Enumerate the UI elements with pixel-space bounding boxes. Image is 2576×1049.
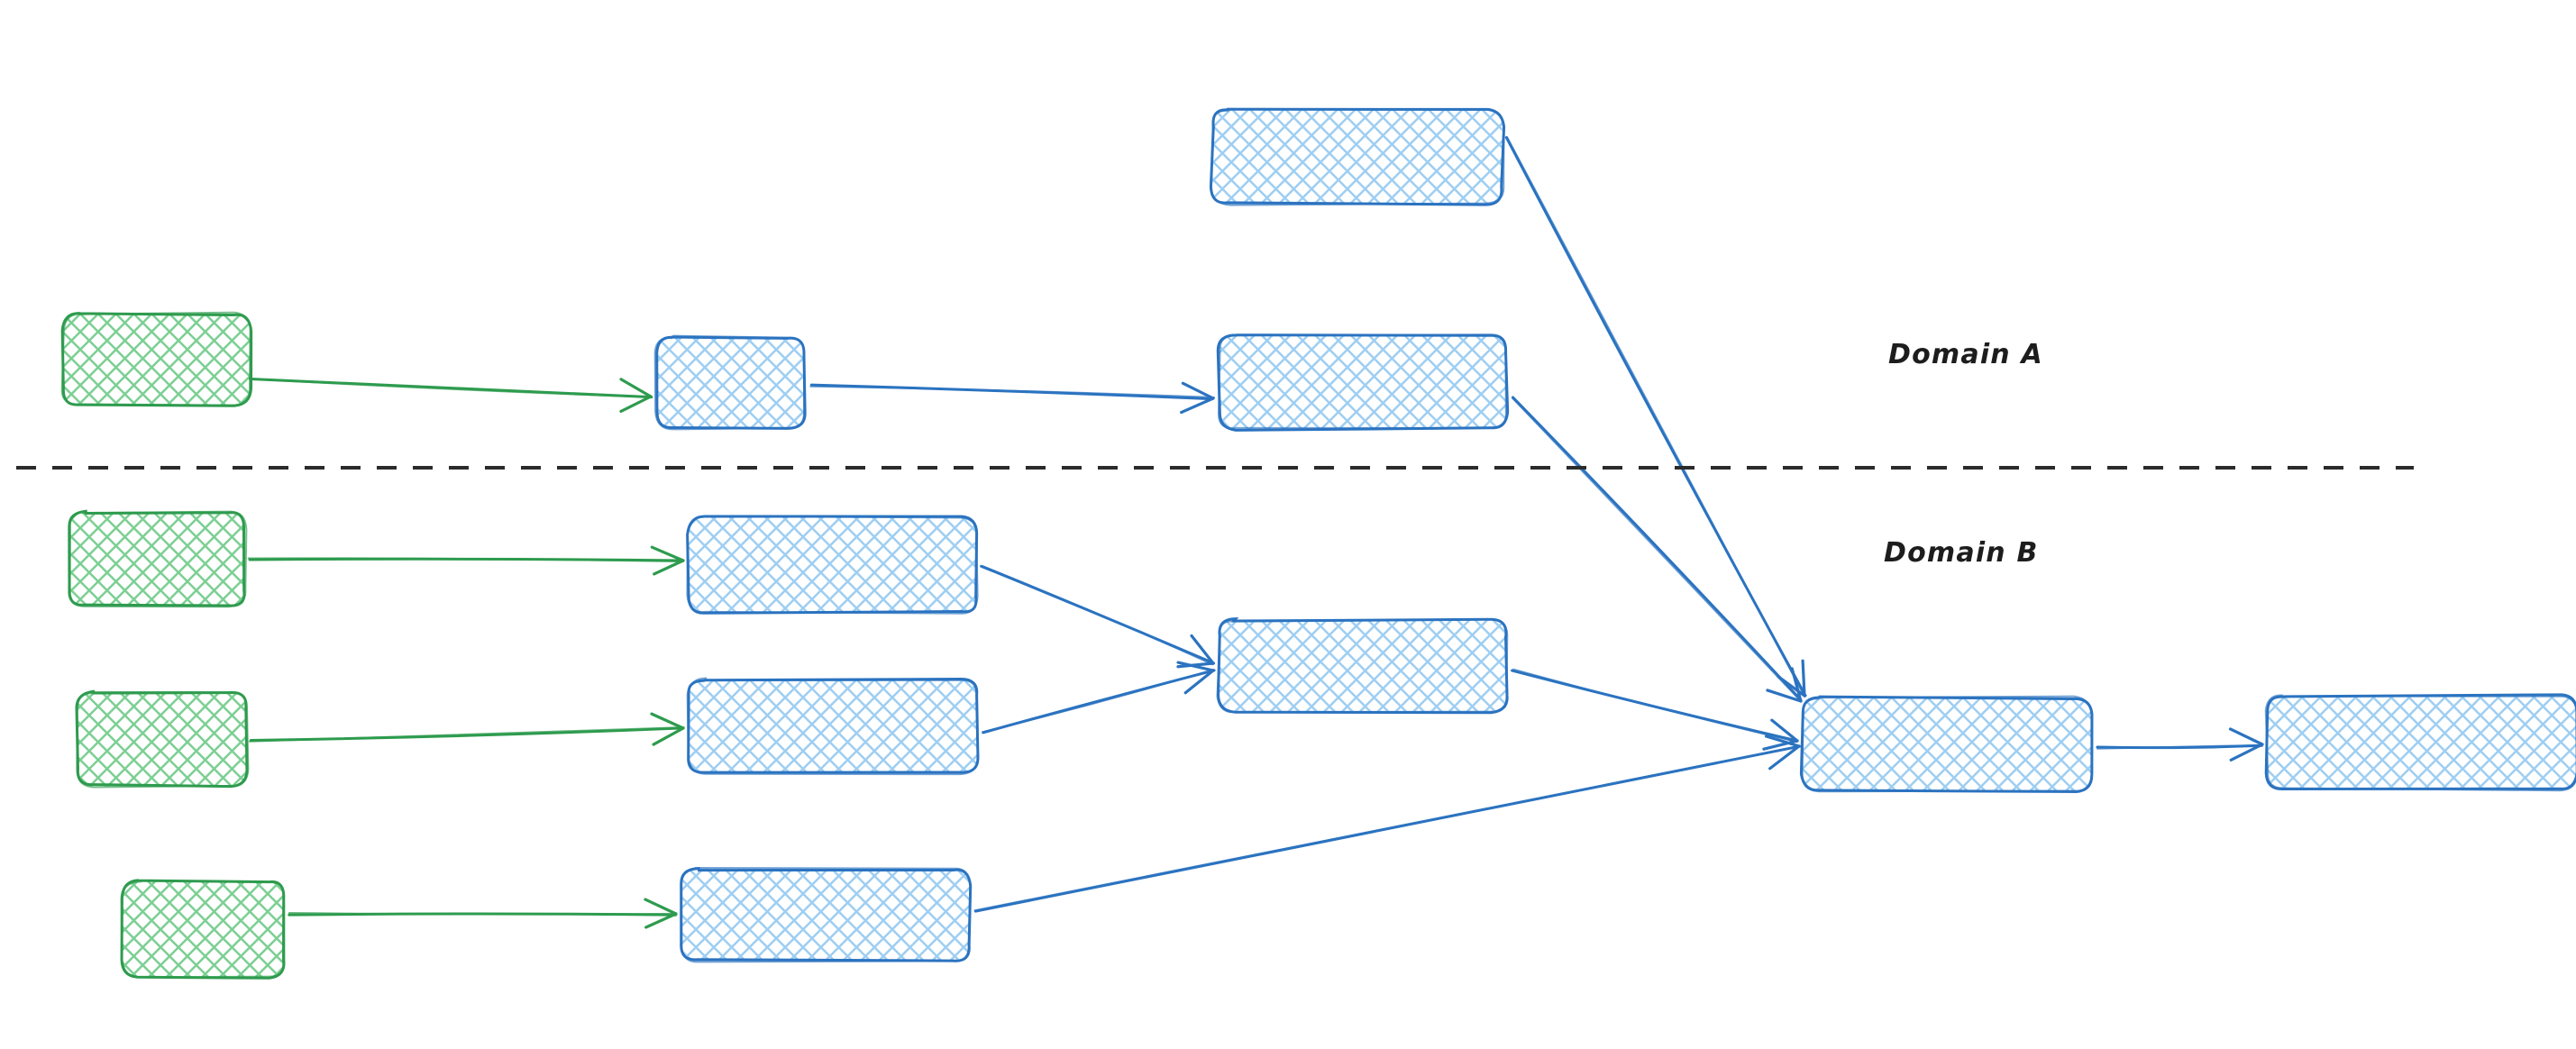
- node-outline: [680, 866, 972, 963]
- edge-line: [2096, 744, 2263, 750]
- edge-line: [288, 912, 678, 916]
- arrowhead: [1801, 659, 1806, 698]
- edge-e3: [1504, 136, 1807, 698]
- node-outline: [653, 334, 806, 431]
- arrowhead: [650, 545, 685, 562]
- node-outline: [1216, 618, 1509, 714]
- edge-line: [982, 669, 1215, 734]
- node-blue-b4[interactable]: [1216, 617, 1509, 715]
- node-outline: [68, 510, 248, 608]
- edge-e1: [248, 377, 653, 414]
- edge-e10: [973, 734, 1802, 913]
- node-outline: [1218, 333, 1507, 430]
- node-fill: [68, 511, 246, 607]
- edge-e11: [1511, 668, 1799, 751]
- node-outline: [1210, 107, 1505, 206]
- node-fill: [688, 679, 978, 773]
- arrowhead: [1180, 397, 1215, 415]
- node-blue-a1[interactable]: [653, 334, 807, 431]
- arrowhead: [1762, 739, 1799, 751]
- edge-e6: [248, 712, 685, 746]
- arrowhead: [650, 712, 685, 730]
- edge-e4: [1511, 396, 1803, 703]
- edge-line: [1511, 396, 1803, 702]
- edge-e5: [247, 545, 685, 576]
- arrowhead: [1764, 734, 1801, 748]
- arrowhead: [1766, 689, 1803, 703]
- node-fill: [655, 337, 805, 429]
- node-fill: [681, 868, 971, 962]
- node-fill: [2266, 695, 2576, 790]
- domain-b-label: Domain B: [1884, 537, 2039, 569]
- edge-line: [973, 745, 1799, 912]
- arrowhead: [644, 898, 678, 916]
- node-fill: [1211, 109, 1503, 204]
- node-fill: [77, 692, 248, 787]
- arrowhead: [1768, 744, 1801, 771]
- edge-e7: [288, 898, 678, 929]
- node-green-a1[interactable]: [60, 311, 253, 407]
- edges-layer: [247, 136, 2264, 929]
- edge-line: [247, 557, 684, 563]
- edge-line: [248, 378, 652, 398]
- node-outline: [1801, 695, 2093, 793]
- node-blue-a2[interactable]: [1216, 333, 1510, 432]
- edge-line: [1506, 136, 1806, 698]
- edge-e2: [809, 381, 1216, 415]
- arrowhead: [2229, 743, 2264, 762]
- arrowhead: [2228, 727, 2264, 746]
- arrowhead: [1183, 669, 1215, 695]
- edge-line: [809, 385, 1216, 398]
- arrowhead: [644, 912, 678, 929]
- node-outline: [76, 690, 250, 789]
- arrowhead: [1181, 381, 1215, 400]
- arrowhead: [652, 726, 685, 746]
- edge-line: [1512, 668, 1798, 743]
- node-outline: [2264, 694, 2576, 792]
- node-fill: [122, 880, 285, 977]
- node-green-b3[interactable]: [120, 879, 286, 980]
- node-outline: [686, 515, 979, 615]
- node-outline: [60, 311, 251, 406]
- node-blue-b6[interactable]: [2264, 693, 2576, 792]
- edge-line: [982, 565, 1214, 666]
- arrowhead: [619, 378, 653, 398]
- arrowhead: [653, 559, 685, 576]
- node-blue-b5[interactable]: [1799, 695, 2094, 793]
- edge-line: [1512, 397, 1803, 703]
- node-outline: [686, 677, 980, 776]
- node-fill: [1803, 697, 2092, 792]
- node-green-b2[interactable]: [75, 689, 250, 789]
- arrowhead: [1176, 661, 1215, 672]
- edge-e9: [982, 661, 1216, 734]
- arrowhead: [1176, 661, 1215, 669]
- edge-line: [248, 726, 685, 743]
- arrowhead: [619, 395, 653, 414]
- node-blue-b2[interactable]: [686, 677, 980, 776]
- node-fill: [1218, 335, 1508, 430]
- arrowhead: [1190, 634, 1215, 665]
- node-blue-a3[interactable]: [1209, 107, 1506, 206]
- domain-a-label: Domain A: [1888, 339, 2043, 370]
- node-outline: [120, 880, 286, 979]
- nodes-layer: [60, 107, 2576, 980]
- edge-e12: [2096, 727, 2264, 762]
- node-blue-b1[interactable]: [686, 515, 979, 615]
- node-green-b1[interactable]: [68, 509, 248, 608]
- arrowhead: [1790, 667, 1803, 703]
- node-fill: [62, 314, 251, 406]
- edge-e8: [980, 564, 1216, 669]
- node-fill: [688, 516, 978, 614]
- arrowhead: [1770, 718, 1799, 743]
- node-blue-b3[interactable]: [680, 866, 973, 963]
- node-fill: [1218, 619, 1508, 713]
